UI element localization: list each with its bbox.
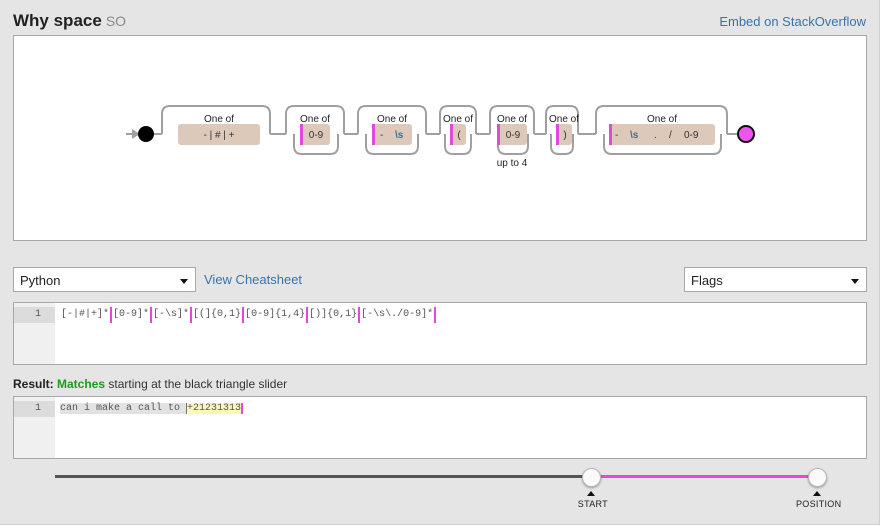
title-text: Why space (13, 11, 102, 30)
start-node (138, 126, 154, 142)
flags-select-value: Flags (691, 273, 723, 288)
slider-track (55, 475, 591, 478)
regex-token: [-\s\./0-9]* (360, 307, 437, 323)
regex-token: [0-9]{1,4} (244, 307, 309, 323)
node-7-marker (609, 124, 612, 145)
title-subtitle: SO (105, 13, 127, 29)
node-4-label: One of (443, 114, 473, 125)
node-5-label: One of (497, 114, 527, 125)
regex-token: [-\s]* (152, 307, 193, 323)
node-3-text-a: - (380, 130, 383, 141)
node-2-label: One of (300, 114, 330, 125)
position-label: POSITION (796, 499, 842, 509)
node-5-box (497, 124, 527, 145)
node-7-text-c: . (654, 130, 657, 141)
node-7-text-b: \s (630, 130, 639, 141)
start-label: START (577, 499, 608, 509)
unmatched-text: can i make a call to (60, 403, 187, 414)
node-5-repeat-note: up to 4 (497, 158, 528, 169)
result-message: starting at the black triangle slider (108, 377, 288, 391)
embed-link[interactable]: Embed on StackOverflow (719, 14, 866, 29)
node-6-label: One of (549, 114, 579, 125)
end-node (737, 125, 755, 143)
node-1-label: One of (204, 114, 234, 125)
node-7-text-e: 0-9 (684, 130, 699, 141)
node-4-marker (450, 124, 453, 145)
node-2-marker (300, 124, 303, 145)
test-line-number: 1 (14, 401, 55, 417)
regex-token: [(]{0,1} (192, 307, 245, 323)
chevron-down-icon (851, 279, 859, 284)
result-line: Result: Matches starting at the black tr… (13, 377, 287, 391)
node-7-label: One of (647, 114, 677, 125)
matched-text: +21231313 (186, 403, 244, 414)
node-5-text: 0-9 (506, 130, 521, 141)
language-select[interactable]: Python (13, 267, 196, 292)
node-6-box (556, 124, 572, 145)
node-3-text-b: \s (395, 130, 404, 141)
flags-select[interactable]: Flags (684, 267, 867, 292)
language-select-value: Python (20, 273, 61, 288)
node-3-label: One of (377, 114, 407, 125)
railroad-svg: One of - | # | + One of 0-9 One of - \s … (126, 105, 755, 169)
regex-editor[interactable]: 1 [-|#|+]*[0-9]*[-\s]*[(]{0,1}[0-9]{1,4}… (13, 302, 867, 365)
regex-token: [-|#|+]* (60, 307, 113, 323)
node-1-box (178, 124, 260, 145)
regex-token: [)]{0,1} (308, 307, 361, 323)
railroad-diagram: One of - | # | + One of 0-9 One of - \s … (13, 35, 867, 241)
regex-line-number: 1 (14, 307, 55, 323)
node-2-text: 0-9 (309, 130, 324, 141)
node-2-box (300, 124, 330, 145)
start-triangle-icon (586, 491, 595, 496)
node-7-box (609, 124, 715, 145)
view-cheatsheet-link[interactable]: View Cheatsheet (204, 272, 303, 287)
slider-active-track (590, 475, 817, 478)
position-triangle-icon (813, 491, 821, 496)
position-slider-handle[interactable] (808, 468, 827, 487)
node-4-text: ( (457, 130, 461, 141)
node-7-text-a: - (615, 130, 618, 141)
result-label: Result: (13, 377, 54, 391)
regex-code-line[interactable]: [-|#|+]*[0-9]*[-\s]*[(]{0,1}[0-9]{1,4}[)… (60, 307, 437, 323)
regex-token: [0-9]* (112, 307, 153, 323)
test-code-line[interactable]: can i make a call to +21231313 (60, 401, 244, 417)
result-status: Matches (57, 377, 106, 391)
chevron-down-icon (180, 279, 188, 284)
node-3-marker (372, 124, 375, 145)
node-6-marker (556, 124, 559, 145)
node-3-box (372, 124, 412, 145)
node-6-text: ) (563, 130, 566, 141)
node-4-box (450, 124, 466, 145)
start-slider-handle[interactable] (581, 468, 601, 487)
node-5-marker (497, 124, 500, 145)
entry-arrow-icon (132, 129, 140, 139)
node-7-text-d: / (669, 130, 672, 141)
test-string-editor[interactable]: 1 can i make a call to +21231313 (13, 396, 867, 459)
range-slider[interactable]: START POSITION (55, 468, 841, 510)
node-1-text: - | # | + (203, 130, 234, 141)
